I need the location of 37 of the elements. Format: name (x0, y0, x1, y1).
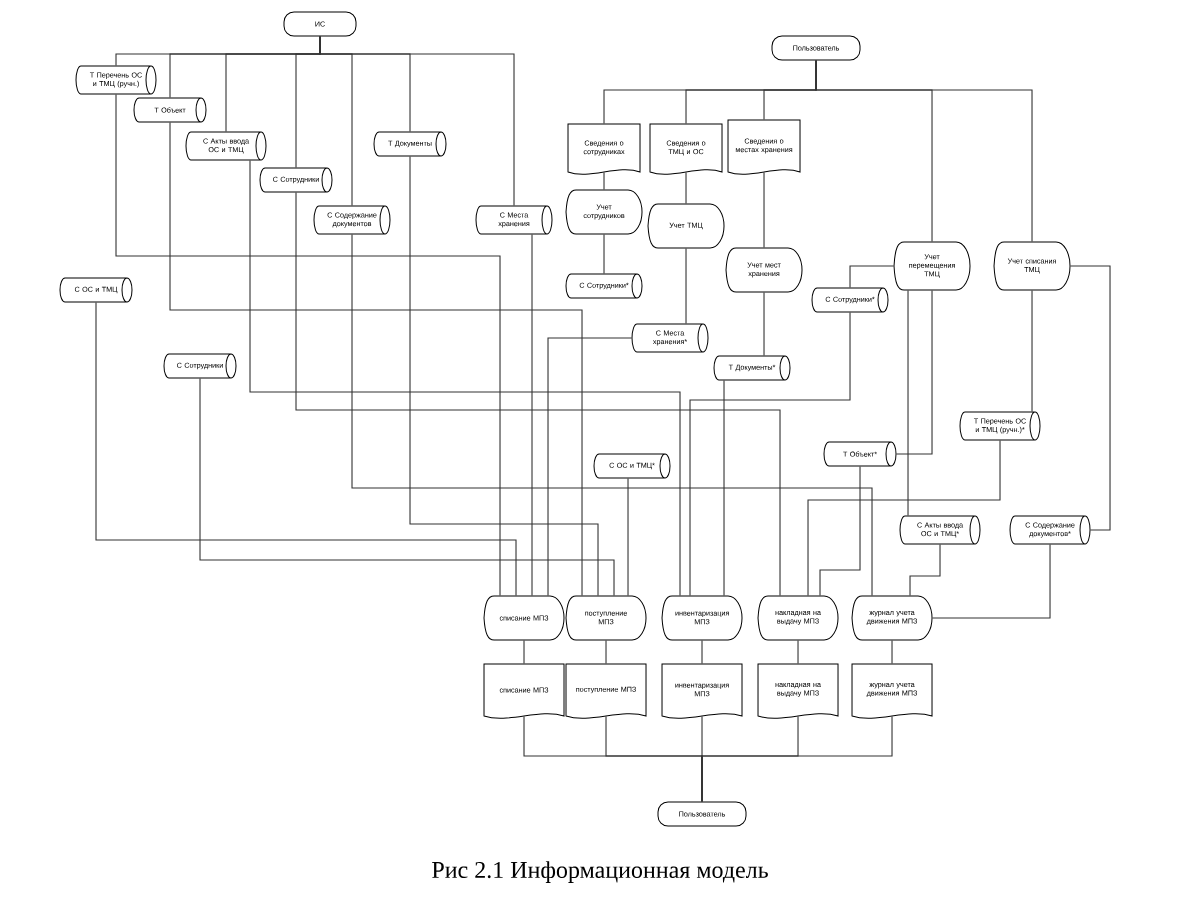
connector-line (169, 121, 583, 597)
connector-line (603, 171, 605, 191)
connector-line (1031, 289, 1033, 413)
connector-line (909, 543, 941, 597)
connector-line (627, 477, 629, 597)
connector-line (931, 543, 1051, 619)
connector-line (907, 289, 909, 517)
connector-line (523, 715, 893, 803)
connector-line (603, 59, 1033, 243)
connector-line (685, 247, 687, 325)
connector-line (895, 289, 933, 455)
caption: Рис 2.1 Информационная модель (432, 861, 768, 883)
connector-line (685, 171, 687, 205)
connector-line (523, 639, 525, 665)
connector-line (849, 265, 895, 289)
connector-line (95, 301, 517, 597)
connector-line (115, 93, 501, 597)
connector-line (1069, 265, 1111, 531)
connector-line (723, 379, 725, 597)
connector-line (701, 639, 703, 665)
connector-line (531, 233, 533, 597)
connector-line (603, 233, 605, 275)
connector-line (763, 171, 765, 249)
connector-line (891, 639, 893, 665)
connector-line (689, 311, 851, 597)
connector-line (295, 191, 781, 597)
connector-line (249, 159, 681, 597)
connector-line (807, 439, 1001, 597)
connector-line (763, 291, 765, 357)
connector-line (351, 233, 873, 597)
connector-line (819, 465, 861, 597)
connector-line (409, 155, 599, 597)
connector-line (547, 337, 633, 597)
connector-line (199, 377, 615, 597)
connector-line (797, 639, 799, 665)
connector-line (605, 639, 607, 665)
connector-line (115, 35, 515, 207)
